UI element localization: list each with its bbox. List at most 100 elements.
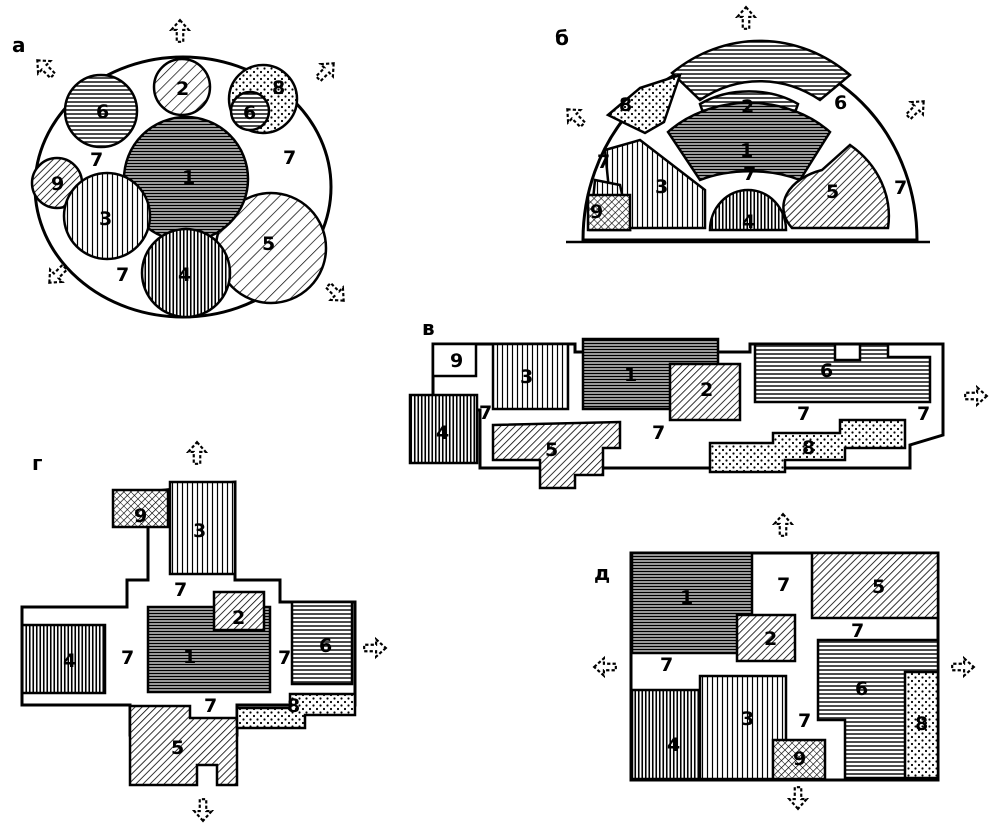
zone-label: 7: [116, 264, 129, 286]
zone-6: [63, 73, 139, 149]
entrance-arrow-icon: [773, 513, 793, 537]
zone-label: 9: [450, 350, 463, 372]
zone-label: 7: [851, 620, 864, 642]
panel-v: в 1 2 3 4 5 6 7 7 7 8 9 7: [408, 316, 988, 490]
zone-label: 9: [134, 505, 147, 527]
zone-label: 7: [278, 647, 291, 669]
panel-letter: в: [422, 316, 435, 340]
zone-label: 7: [917, 403, 930, 425]
zone-label: 7: [777, 574, 790, 596]
entrance-arrow-icon: [593, 657, 617, 677]
zone-3: [698, 674, 788, 781]
zone-label: 1: [182, 167, 195, 189]
zone-label: 2: [741, 96, 754, 118]
zone-label: 7: [798, 710, 811, 732]
zone-3: [491, 342, 570, 411]
entrance-arrow-icon: [964, 386, 988, 406]
zone-label: 7: [204, 695, 217, 717]
zone-label: 7: [894, 177, 907, 199]
entrance-arrow-icon: [321, 278, 351, 308]
zone-5: [491, 420, 622, 490]
zone-label: 7: [174, 579, 187, 601]
zone-label: 2: [176, 78, 189, 100]
zone-6: [290, 600, 354, 686]
zone-8: [235, 692, 357, 730]
zone-9: [771, 738, 827, 781]
zone-2: [735, 613, 797, 663]
zone-label: 6: [855, 678, 868, 700]
zone-label: 4: [178, 264, 191, 286]
entrance-arrow-icon: [788, 786, 808, 810]
zone-label: 3: [741, 708, 754, 730]
zone-label: 4: [63, 650, 76, 672]
zone-label: 7: [652, 422, 665, 444]
zone-8: [903, 670, 940, 780]
zone-label: 4: [742, 211, 755, 233]
zone-label: 3: [99, 208, 112, 230]
entrance-arrow-icon: [170, 19, 190, 43]
zone-label: 7: [660, 654, 673, 676]
zone-1: [666, 101, 832, 182]
zone-label: 7: [743, 163, 756, 185]
zone-9: [431, 342, 478, 378]
zone-5: [128, 704, 239, 787]
zone-label: 2: [232, 607, 245, 629]
zone-label: 5: [171, 737, 184, 759]
zone-6-small: [229, 90, 271, 132]
zone-3: [62, 171, 152, 261]
entrance-arrow-icon: [560, 102, 590, 132]
zone-label: 6: [319, 635, 332, 657]
zone-label: 8: [287, 695, 300, 717]
zone-label: 7: [597, 151, 610, 173]
zone-label: 8: [619, 94, 632, 116]
zone-8: [708, 418, 907, 474]
zone-label: 9: [51, 173, 64, 195]
zone-label: 5: [872, 576, 885, 598]
zone-label: 9: [590, 201, 603, 223]
zone-8: [605, 73, 682, 135]
panel-b: б 1 2 3 4 5 6 7 7 7 8 9: [555, 6, 931, 244]
entrance-arrow-icon: [901, 94, 931, 124]
zone-4: [408, 393, 479, 465]
zone-label: 1: [680, 587, 693, 609]
zone-label: 8: [915, 713, 928, 735]
zone-label: 3: [193, 520, 206, 542]
entrance-arrow-icon: [363, 638, 387, 658]
zone-label: 5: [262, 233, 275, 255]
entrance-arrow-icon: [30, 53, 60, 83]
zone-9: [586, 193, 632, 232]
zone-2: [212, 590, 266, 632]
zone-label: 7: [479, 402, 492, 424]
entrance-arrow-icon: [311, 56, 341, 86]
zone-label: 6: [243, 102, 256, 124]
entrance-arrow-icon: [187, 441, 207, 465]
panel-g: г 1 2 3 4 5 6 7 7 7 7 8 9: [20, 441, 387, 822]
entrance-arrow-icon: [951, 657, 975, 677]
zone-label: 3: [520, 366, 533, 388]
zone-label: 4: [436, 422, 449, 444]
zone-9: [111, 488, 170, 529]
zone-label: 5: [826, 181, 839, 203]
zone-label: 5: [545, 439, 558, 461]
panel-letter: г: [32, 451, 42, 475]
panel-a: а 1 2 3 4 5 6 6 7 7 7 8 9: [12, 19, 351, 319]
zone-1: [630, 551, 754, 655]
zone-5: [810, 551, 940, 620]
zone-label: 3: [655, 176, 668, 198]
zone-6: [670, 39, 852, 102]
zone-label: 2: [700, 379, 713, 401]
zone-label: 8: [802, 437, 815, 459]
zone-label: 7: [797, 403, 810, 425]
panel-letter: д: [594, 561, 610, 585]
panel-letter: б: [555, 26, 569, 50]
panel-d: д 1 2 3 4 5 6 7 7 7 8 9 7: [593, 513, 975, 810]
zone-label: 9: [793, 748, 806, 770]
zone-label: 1: [624, 364, 637, 386]
panel-letter: а: [12, 33, 26, 57]
entrance-arrow-icon: [736, 6, 756, 30]
zone-2: [668, 362, 742, 422]
zone-label: 7: [121, 647, 134, 669]
zone-label: 6: [834, 92, 847, 114]
zone-5: [782, 143, 891, 230]
